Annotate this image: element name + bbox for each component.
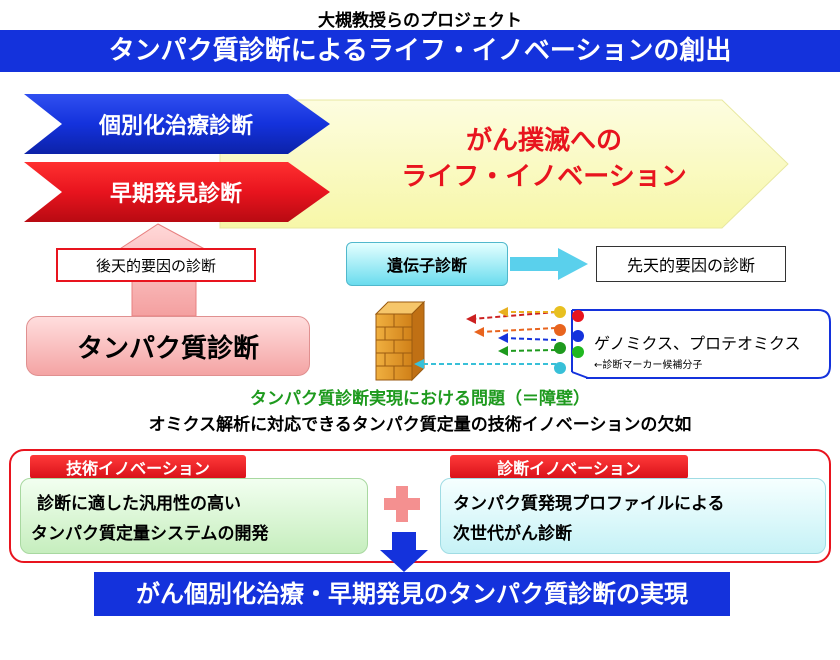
diag-innovation-box: タンパク質発現プロファイルによる 次世代がん診断 bbox=[440, 478, 826, 554]
tech-innovation-box: 診断に適した汎用性の高い タンパク質定量システムの開発 bbox=[20, 478, 368, 554]
omics-box-outline bbox=[586, 309, 831, 379]
personalized-arrow-shape bbox=[24, 94, 330, 154]
tech-innovation-line-1: 診断に適した汎用性の高い bbox=[37, 494, 241, 514]
marker-candidates-note: ←診断マーカー候補分子 bbox=[594, 360, 703, 371]
plus-icon bbox=[384, 486, 420, 522]
problem-detail: オミクス解析に対応できるタンパク質定量の技術イノベーションの欠如 bbox=[148, 415, 692, 435]
diag-innovation-tag: 診断イノベーション bbox=[450, 455, 688, 479]
congenital-factors-box: 先天的要因の診断 bbox=[596, 246, 786, 282]
wall-icon bbox=[374, 300, 426, 382]
acquired-factors-box: 後天的要因の診断 bbox=[56, 248, 256, 282]
goal-line-2: ライフ・イノベーション bbox=[401, 162, 687, 192]
gene-arrow-shape bbox=[510, 248, 588, 280]
marker-arrows bbox=[420, 311, 557, 365]
tech-innovation-tag: 技術イノベーション bbox=[30, 455, 246, 479]
diag-innovation-line-1: タンパク質発現プロファイルによる bbox=[453, 494, 725, 514]
page-title: タンパク質診断によるライフ・イノベーションの創出 bbox=[0, 30, 840, 72]
goal-line-1: がん撲滅への bbox=[465, 126, 622, 156]
protein-diagnosis-box: タンパク質診断 bbox=[26, 316, 310, 376]
tech-innovation-line-2: タンパク質定量システムの開発 bbox=[31, 524, 269, 544]
down-arrow-shape bbox=[380, 532, 428, 572]
marker-arrowheads bbox=[414, 307, 508, 369]
early-arrow-shape bbox=[24, 162, 330, 222]
gene-diagnosis-box: 遺伝子診断 bbox=[346, 242, 508, 286]
personalized-diagnosis-label: 個別化治療診断 bbox=[98, 114, 253, 139]
project-label: 大槻教授らのプロジェクト bbox=[318, 11, 522, 31]
early-diagnosis-label: 早期発見診断 bbox=[109, 182, 242, 207]
problem-heading: タンパク質診断実現における問題（＝障壁） bbox=[250, 389, 590, 409]
omics-label: ゲノミクス、プロテオミクス bbox=[594, 334, 801, 353]
result-banner: がん個別化治療・早期発見のタンパク質診断の実現 bbox=[94, 572, 730, 616]
diag-innovation-line-2: 次世代がん診断 bbox=[453, 524, 572, 544]
marker-dots bbox=[554, 306, 584, 374]
